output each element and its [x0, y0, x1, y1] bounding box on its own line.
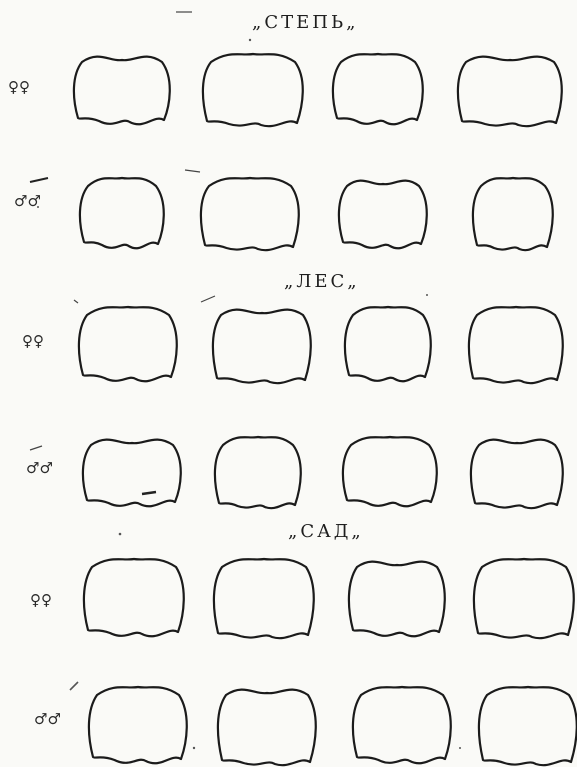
outline-les-female-2	[213, 310, 311, 384]
outline-step-female-4	[458, 57, 562, 127]
outline-les-male-2	[215, 437, 301, 508]
outline-sad-male-3	[353, 687, 451, 763]
outline-sad-female-1	[84, 559, 184, 636]
outline-sad-female-2	[214, 559, 314, 638]
outline-step-female-2	[203, 54, 303, 126]
outline-les-female-4	[469, 307, 563, 383]
outline-sad-male-2	[218, 690, 316, 766]
outline-les-male-1	[83, 440, 181, 507]
outline-step-female-3	[333, 54, 423, 124]
outline-step-male-1	[80, 178, 164, 248]
outline-les-male-3	[343, 437, 437, 506]
outline-step-male-3	[339, 181, 427, 249]
outline-sad-female-3	[349, 562, 445, 637]
outline-sad-male-1	[89, 687, 187, 763]
outline-les-male-4	[471, 440, 563, 509]
outline-step-male-4	[473, 178, 553, 250]
outline-step-male-2	[201, 178, 299, 250]
outline-les-female-1	[79, 307, 177, 381]
outline-step-female-1	[74, 57, 170, 125]
outline-sad-female-4	[474, 559, 574, 638]
outline-sad-male-4	[479, 687, 577, 765]
outline-les-female-3	[345, 307, 431, 381]
